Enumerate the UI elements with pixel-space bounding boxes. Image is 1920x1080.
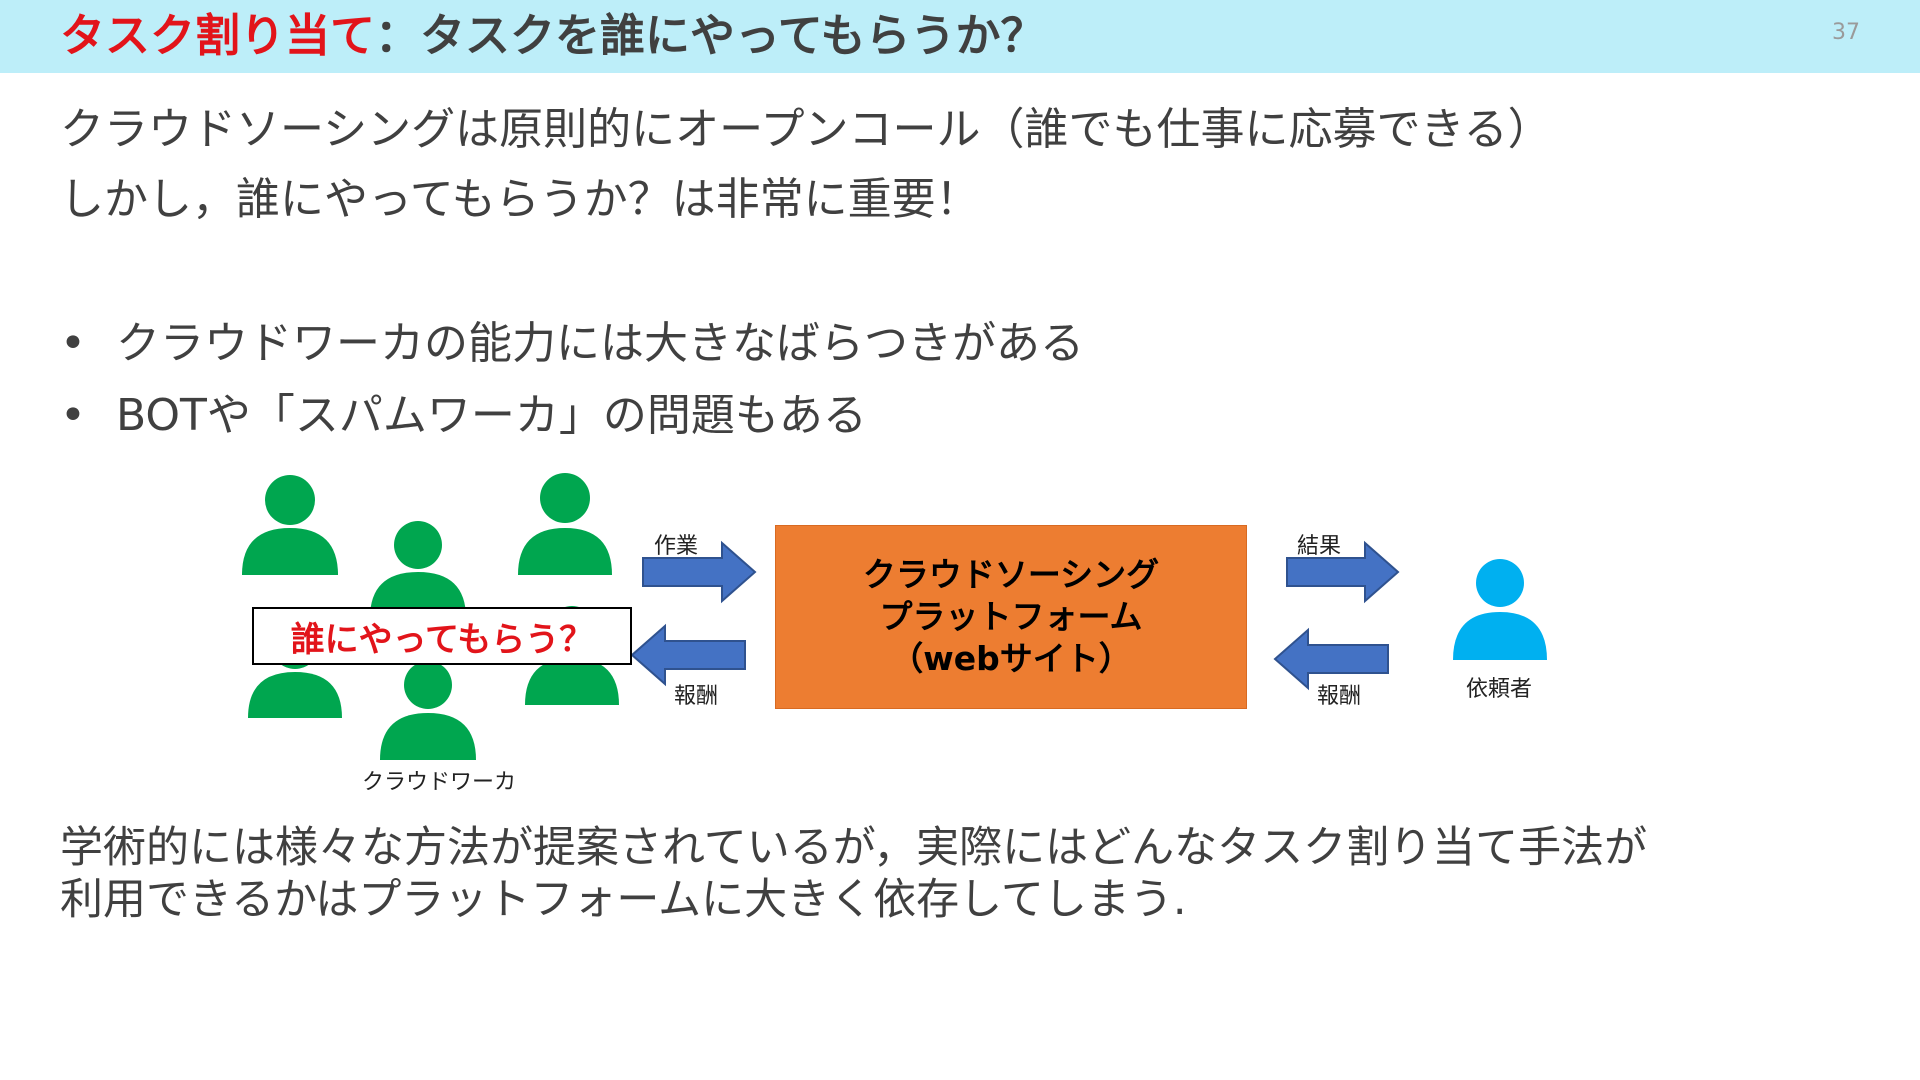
bullet-dot-icon: • <box>60 318 86 369</box>
title-rest: ：タスクを誰にやってもらうか？ <box>375 9 1046 62</box>
intro-line-2: しかし，誰にやってもらうか？は非常に重要！ <box>60 174 980 225</box>
platform-label-line3: （webサイト） <box>890 639 1132 678</box>
platform-box: クラウドソーシング プラットフォーム （webサイト） <box>775 525 1247 709</box>
worker-person-icon <box>370 521 466 618</box>
intro-line-1: クラウドソーシングは原則的にオープンコール（誰でも仕事に応募できる） <box>60 104 1552 155</box>
page-number: 37 <box>1832 20 1860 45</box>
platform-label-line1: クラウドソーシング <box>862 555 1160 594</box>
crowd-workers-group <box>242 473 619 760</box>
arrow-right-work-icon <box>642 540 757 604</box>
worker-person-icon <box>380 661 476 760</box>
requester-label: 依頼者 <box>1466 677 1533 702</box>
worker-person-icon <box>518 473 612 575</box>
bullet-item: • クラウドワーカの能力には大きなばらつきがある <box>60 314 1084 374</box>
requester-person-icon <box>1453 559 1547 660</box>
arrow-work-label: 作業 <box>654 534 699 559</box>
slide-title: タスク割り当て：タスクを誰にやってもらうか？ <box>60 6 1046 66</box>
conclusion-line-2: 利用できるかはプラットフォームに大きく依存してしまう. <box>60 875 1187 925</box>
arrow-left-reward-icon <box>1273 627 1389 691</box>
bullet-item: • BOTや「スパムワーカ」の問題もある <box>60 386 867 446</box>
workers-label: クラウドワーカ <box>362 770 517 795</box>
arrow-reward-label: 報酬 <box>1317 684 1362 709</box>
bullet-text: BOTや「スパムワーカ」の問題もある <box>116 390 867 441</box>
arrow-right-result-icon <box>1286 540 1400 604</box>
question-text: 誰にやってもらう？ <box>290 619 594 660</box>
title-bar: タスク割り当て：タスクを誰にやってもらうか？ 37 <box>0 0 1920 73</box>
conclusion-line-1: 学術的には様々な方法が提案されているが，実際にはどんなタスク割り当て手法が <box>60 823 1648 873</box>
worker-person-icon <box>242 475 338 575</box>
arrow-left-reward-icon <box>630 623 746 687</box>
arrow-result-label: 結果 <box>1297 534 1342 559</box>
arrow-reward-label: 報酬 <box>674 684 719 709</box>
question-callout: 誰にやってもらう？ <box>252 607 632 665</box>
title-accent: タスク割り当て <box>60 9 376 62</box>
platform-label-line2: プラットフォーム <box>879 597 1143 636</box>
bullet-text: クラウドワーカの能力には大きなばらつきがある <box>116 318 1084 369</box>
bullet-dot-icon: • <box>60 390 86 441</box>
